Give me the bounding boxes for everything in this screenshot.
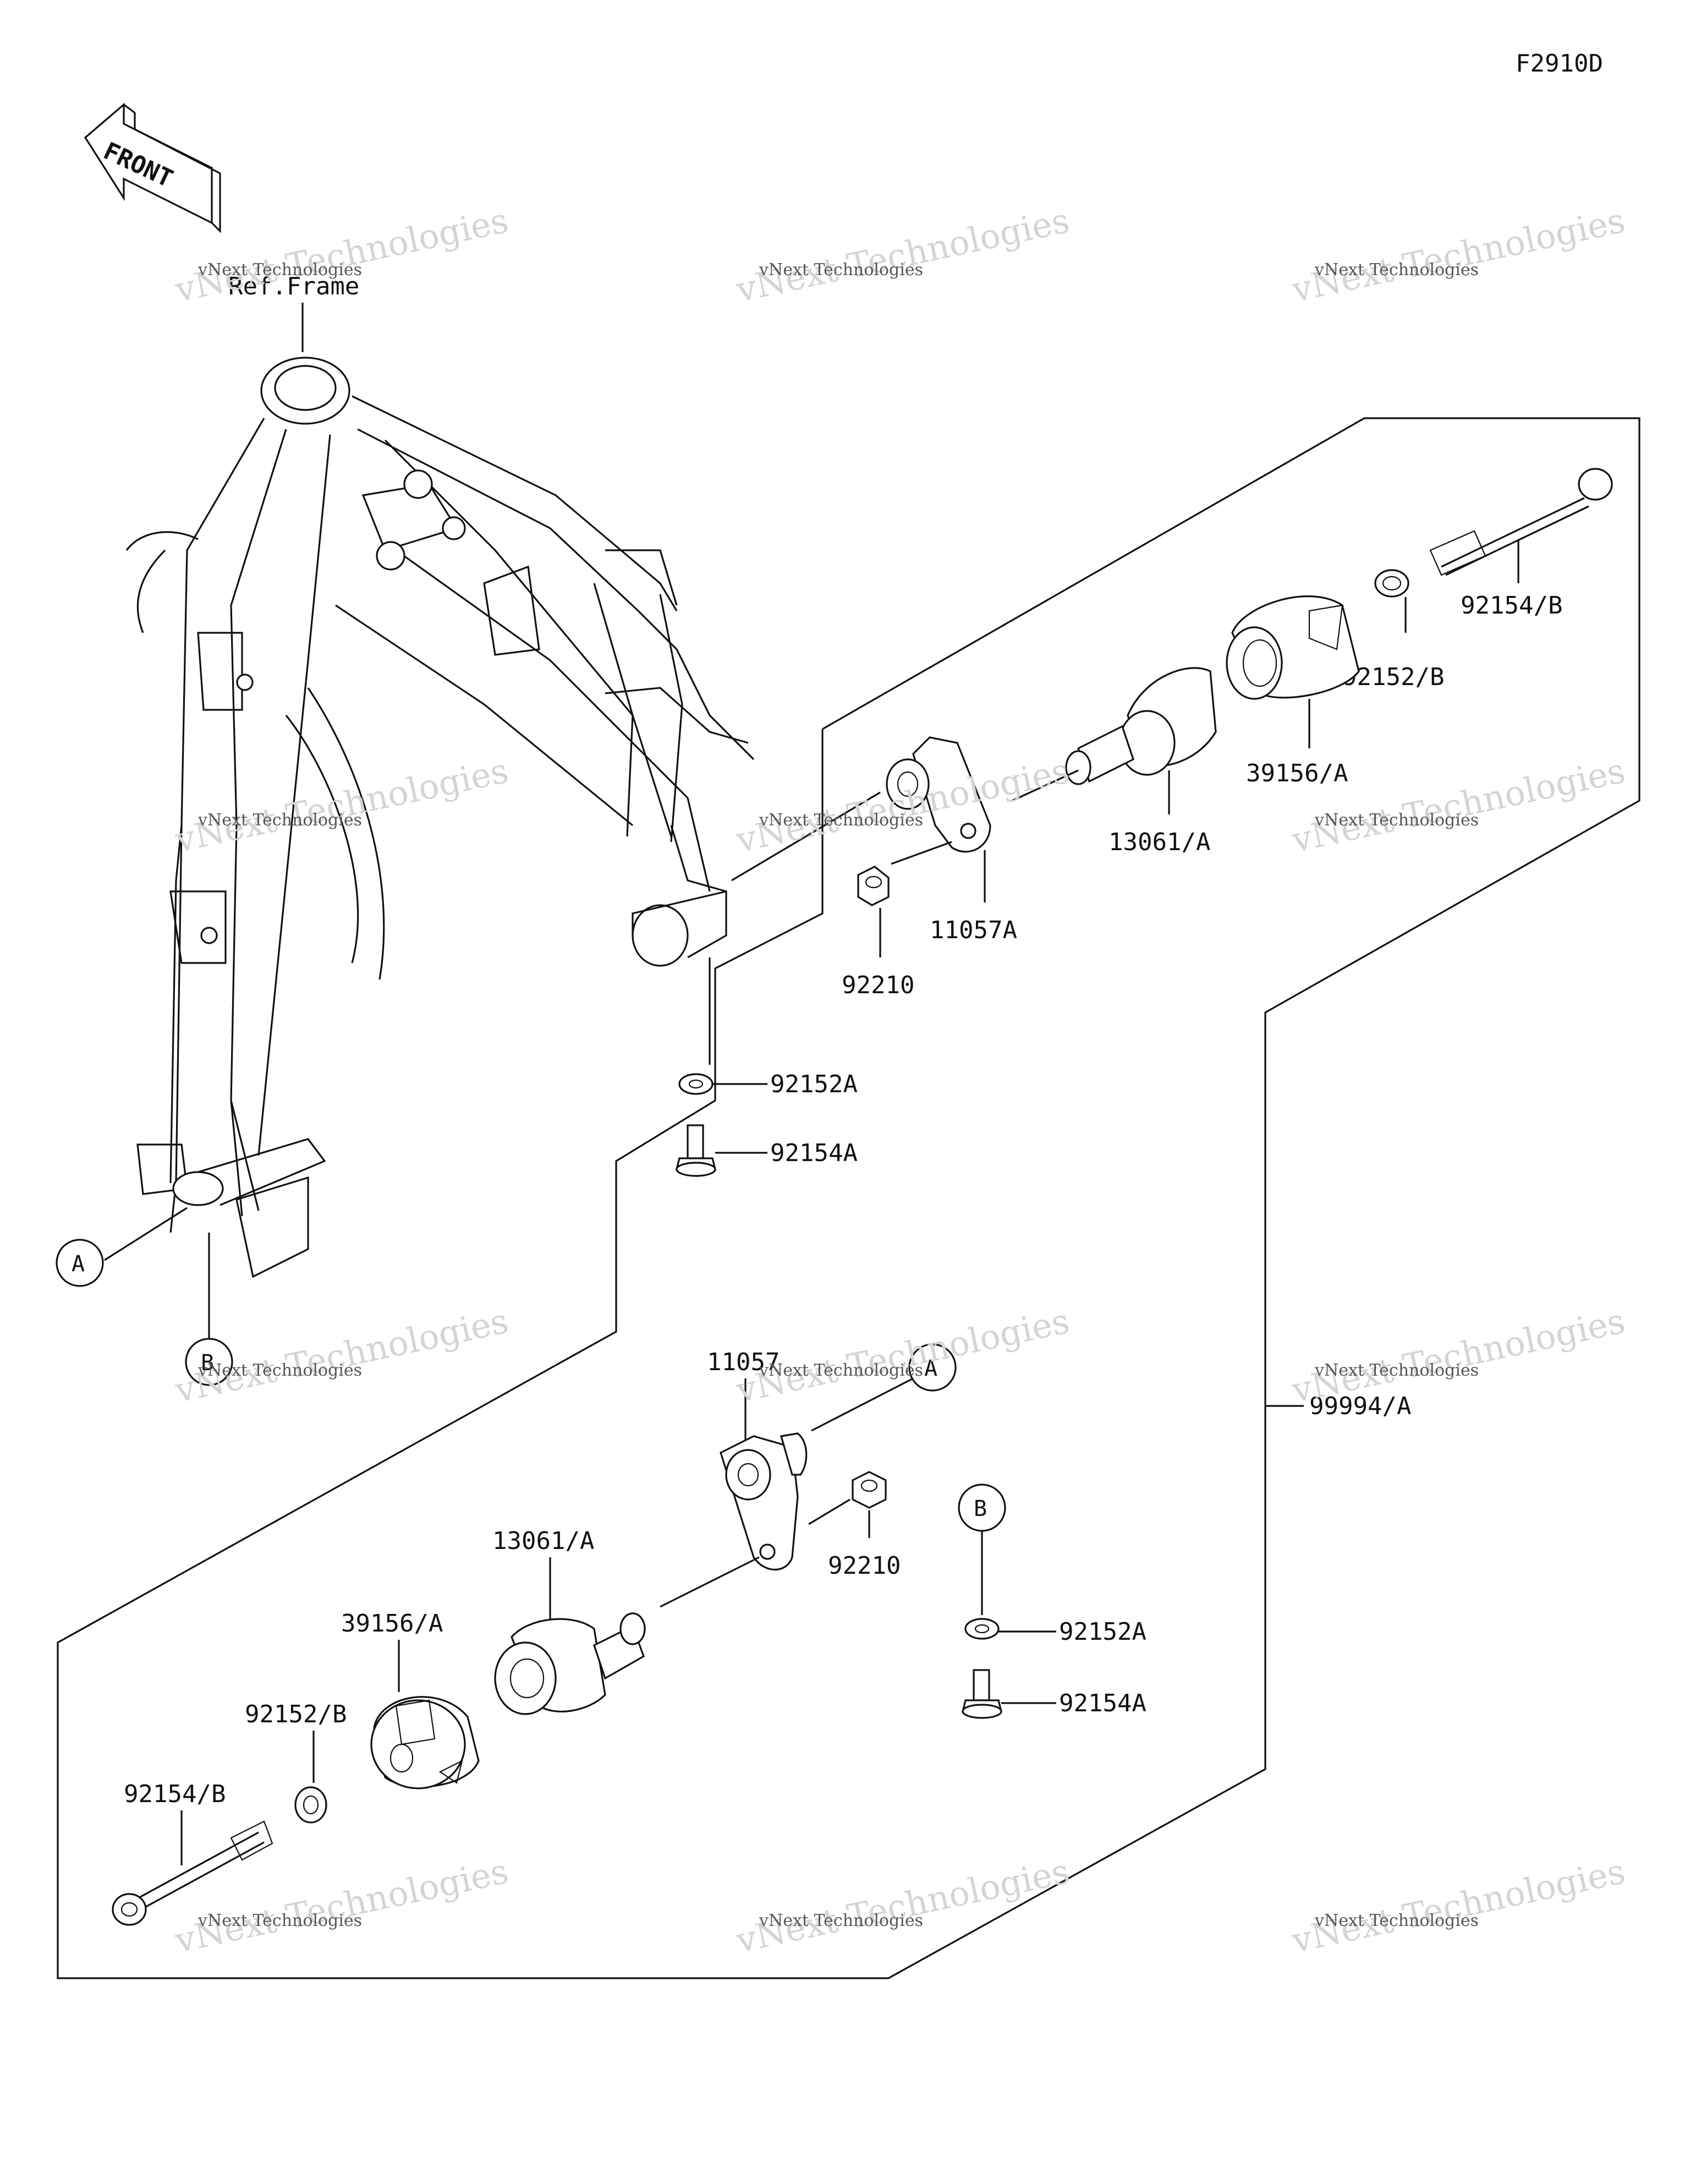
upper-washer-icon (678, 1073, 714, 1095)
lower-washer-icon (964, 1618, 1000, 1640)
lower-cap-label: 39156/A (341, 1610, 443, 1638)
upper-screw-icon (675, 1124, 717, 1177)
upper-cap-label: 39156/A (1246, 759, 1348, 787)
upper-washer-label: 92152A (770, 1070, 858, 1098)
lower-washer-label: 92152A (1059, 1618, 1146, 1646)
svg-text:vNext Technologies: vNext Technologies (759, 811, 923, 830)
callout-b-frame: B (185, 1338, 233, 1386)
svg-text:vNext Technologies: vNext Technologies (733, 1301, 1073, 1411)
lower-bolt-icon (112, 1820, 273, 1926)
upper-slider-label: 13061/A (1109, 828, 1210, 856)
diagram-code: F2910D (1516, 50, 1603, 78)
callout-a-lower: A (908, 1343, 957, 1392)
lower-bolt-label: 92154/B (124, 1780, 226, 1808)
svg-text:vNext Technologies: vNext Technologies (733, 1851, 1073, 1961)
lower-bracket-icon (720, 1432, 808, 1570)
upper-slider-icon (1065, 667, 1217, 785)
lower-collar-icon (294, 1786, 327, 1824)
svg-text:vNext Technologies: vNext Technologies (759, 1361, 923, 1380)
frame-drawing (125, 357, 755, 1278)
svg-text:vNext Technologies: vNext Technologies (197, 260, 362, 280)
lower-nut-label: 92210 (828, 1552, 901, 1580)
svg-text:vNext Technologies: vNext Technologies (197, 1911, 362, 1930)
front-arrow-icon: FRONT (84, 102, 221, 233)
svg-text:vNext Technologies: vNext Technologies (172, 1851, 512, 1961)
assembly-label: 99994/A (1309, 1392, 1411, 1420)
svg-text:vNext Technologies: vNext Technologies (1314, 260, 1479, 280)
lower-screw-label: 92154A (1059, 1689, 1146, 1717)
lower-cap-icon (370, 1696, 480, 1789)
svg-text:vNext Technologies: vNext Technologies (733, 200, 1073, 310)
svg-text:A: A (72, 1251, 85, 1277)
svg-text:vNext Technologies: vNext Technologies (1314, 811, 1479, 830)
svg-text:vNext Technologies: vNext Technologies (1288, 1301, 1629, 1411)
upper-collar-icon (1374, 569, 1409, 598)
svg-text:vNext Technologies: vNext Technologies (1314, 1911, 1479, 1930)
upper-cap-icon (1226, 595, 1360, 700)
svg-text:vNext Technologies: vNext Technologies (1288, 1851, 1629, 1961)
svg-text:vNext Technologies: vNext Technologies (197, 1361, 362, 1380)
callout-b-lower: B (958, 1484, 1006, 1532)
watermarks: vNext Technologies vNext Technologies vNe… (172, 200, 1629, 1961)
assembly-outline (57, 417, 1640, 1979)
svg-text:vNext Technologies: vNext Technologies (197, 811, 362, 830)
svg-text:A: A (924, 1356, 937, 1381)
svg-text:vNext Technologies: vNext Technologies (759, 1911, 923, 1930)
callout-a-frame: A (56, 1239, 104, 1287)
upper-bolt-icon (1429, 468, 1613, 576)
upper-collar-label: 92152/B (1342, 663, 1444, 691)
svg-text:B: B (201, 1350, 214, 1376)
svg-text:vNext Technologies: vNext Technologies (1288, 200, 1629, 310)
lower-collar-label: 92152/B (245, 1700, 347, 1728)
lower-slider-icon (494, 1612, 646, 1715)
svg-text:B: B (974, 1496, 987, 1521)
upper-bolt-label: 92154/B (1461, 592, 1562, 620)
lower-nut-icon (852, 1471, 887, 1509)
lower-bracket-label: 11057 (707, 1348, 780, 1376)
upper-nut-icon (857, 866, 890, 906)
svg-text:vNext Technologies: vNext Technologies (172, 751, 512, 861)
lower-slider-label: 13061/A (492, 1527, 594, 1555)
upper-bracket-icon (886, 736, 991, 853)
upper-bracket-label: 11057A (930, 916, 1017, 944)
svg-text:vNext Technologies: vNext Technologies (1314, 1361, 1479, 1380)
frame-ref-label: Ref.Frame (228, 272, 359, 300)
upper-screw-label: 92154A (770, 1139, 858, 1167)
upper-nut-label: 92210 (842, 971, 914, 999)
svg-text:vNext Technologies: vNext Technologies (759, 260, 923, 280)
lower-screw-icon (961, 1669, 1003, 1719)
